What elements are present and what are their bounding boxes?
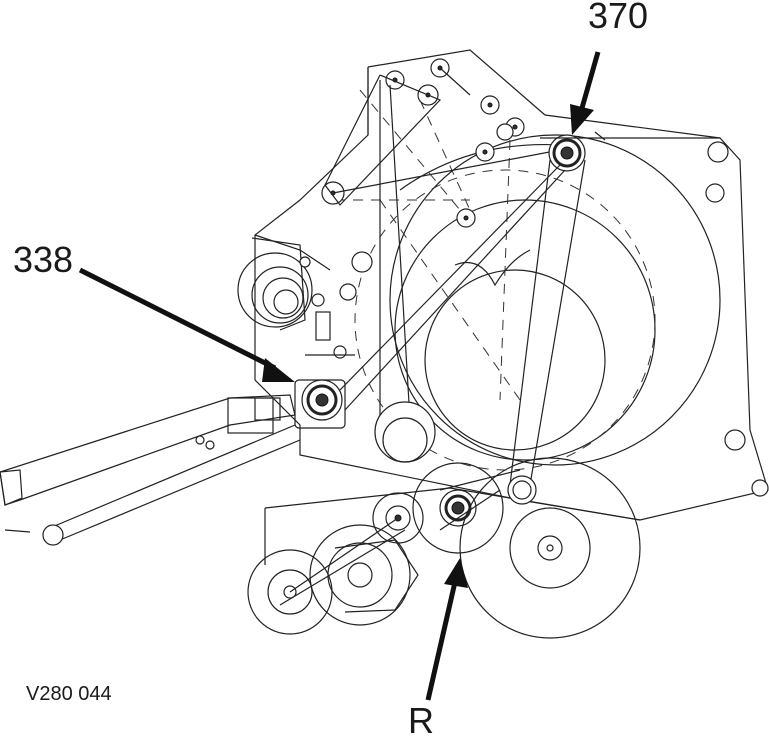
- dashed-belts: [335, 89, 521, 401]
- lower-drive: [247, 457, 641, 639]
- callout-arrows: [78, 51, 601, 701]
- part-338-pulley: [294, 164, 566, 463]
- upper-rollers: [321, 58, 769, 497]
- drawbar: [0, 394, 301, 546]
- callout-338-label: 338: [13, 239, 73, 280]
- feed-spiral: [237, 237, 357, 359]
- part-370-pulley: [509, 131, 720, 486]
- callout-370-label: 370: [588, 0, 648, 36]
- callout-r-label: R: [408, 700, 434, 737]
- figure-code: V280 044: [26, 683, 112, 705]
- upper-arms: [324, 67, 561, 421]
